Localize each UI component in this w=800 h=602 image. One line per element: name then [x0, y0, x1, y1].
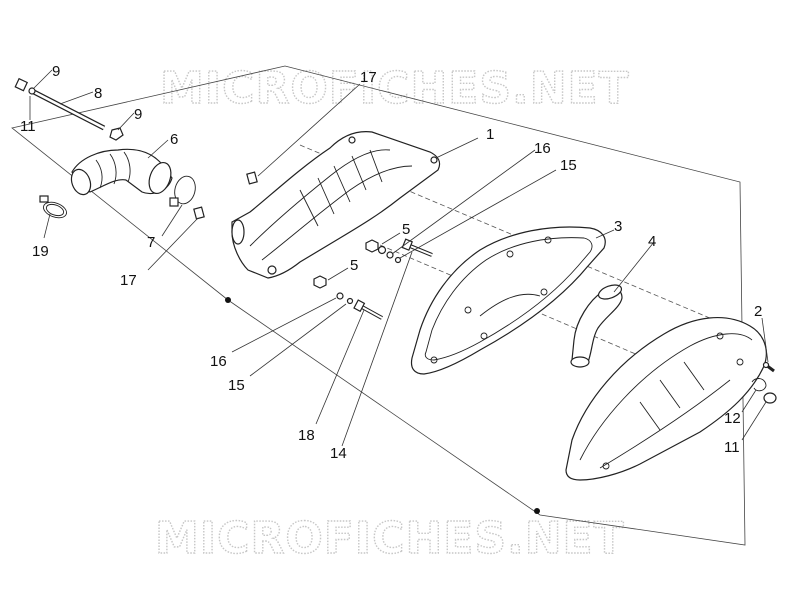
callout-17-upper: 17	[360, 69, 377, 86]
callout-2: 2	[754, 303, 762, 320]
callout-5-lower: 5	[350, 257, 358, 274]
watermark-bottom: MICROFICHES.NET	[155, 513, 625, 564]
callout-7: 7	[147, 234, 155, 251]
callout-13: 12	[724, 410, 741, 427]
part-nut-5b	[313, 275, 327, 289]
callout-4: 4	[648, 233, 656, 250]
part-clip-17-lower	[193, 206, 205, 220]
callout-16-lower: 16	[210, 353, 227, 370]
callout-9: 9	[134, 106, 142, 123]
part-nut-5a	[365, 239, 379, 253]
part-clip-9	[109, 127, 124, 141]
callout-19: 19	[32, 243, 49, 260]
callout-6: 6	[170, 131, 178, 148]
callout-12: 11	[724, 439, 740, 456]
part-washer-15-lower	[346, 297, 354, 305]
watermark-top: MICROFICHES.NET	[160, 63, 630, 114]
callout-14: 14	[330, 445, 347, 462]
callout-17-lower: 17	[120, 272, 137, 289]
callout-16-upper: 16	[534, 140, 551, 157]
callout-15-lower: 15	[228, 377, 245, 394]
part-intake-duct	[70, 148, 173, 196]
part-airbox-cover	[565, 316, 767, 481]
callout-10: 9	[52, 63, 60, 80]
callout-1: 1	[486, 126, 494, 143]
callout-8: 8	[94, 85, 102, 102]
part-airbox-housing	[231, 131, 441, 279]
part-screw-14	[401, 238, 433, 257]
reference-dot-bottom	[534, 508, 540, 514]
part-cap-12	[763, 392, 777, 404]
part-filter-gasket	[410, 226, 606, 375]
part-rod	[14, 77, 106, 131]
part-screw-2	[762, 361, 775, 373]
part-clip-13	[751, 378, 767, 392]
part-washer-15-upper	[394, 256, 402, 264]
part-clamp-19	[39, 195, 67, 219]
part-clip-17-upper	[246, 171, 258, 185]
part-nut-5c	[377, 245, 387, 255]
leader-lines	[29, 69, 769, 447]
callout-18: 18	[298, 427, 315, 444]
callout-3: 3	[614, 218, 622, 235]
part-tube	[570, 284, 623, 368]
callout-11: 11	[20, 118, 36, 135]
callout-15-upper: 15	[560, 157, 577, 174]
part-washer-16-lower	[336, 292, 344, 300]
part-screw-18	[353, 299, 383, 320]
reference-dot-left	[225, 297, 231, 303]
callout-5-upper: 5	[402, 221, 410, 238]
part-clamp-7	[169, 175, 196, 207]
part-washer-16-upper	[386, 251, 394, 259]
